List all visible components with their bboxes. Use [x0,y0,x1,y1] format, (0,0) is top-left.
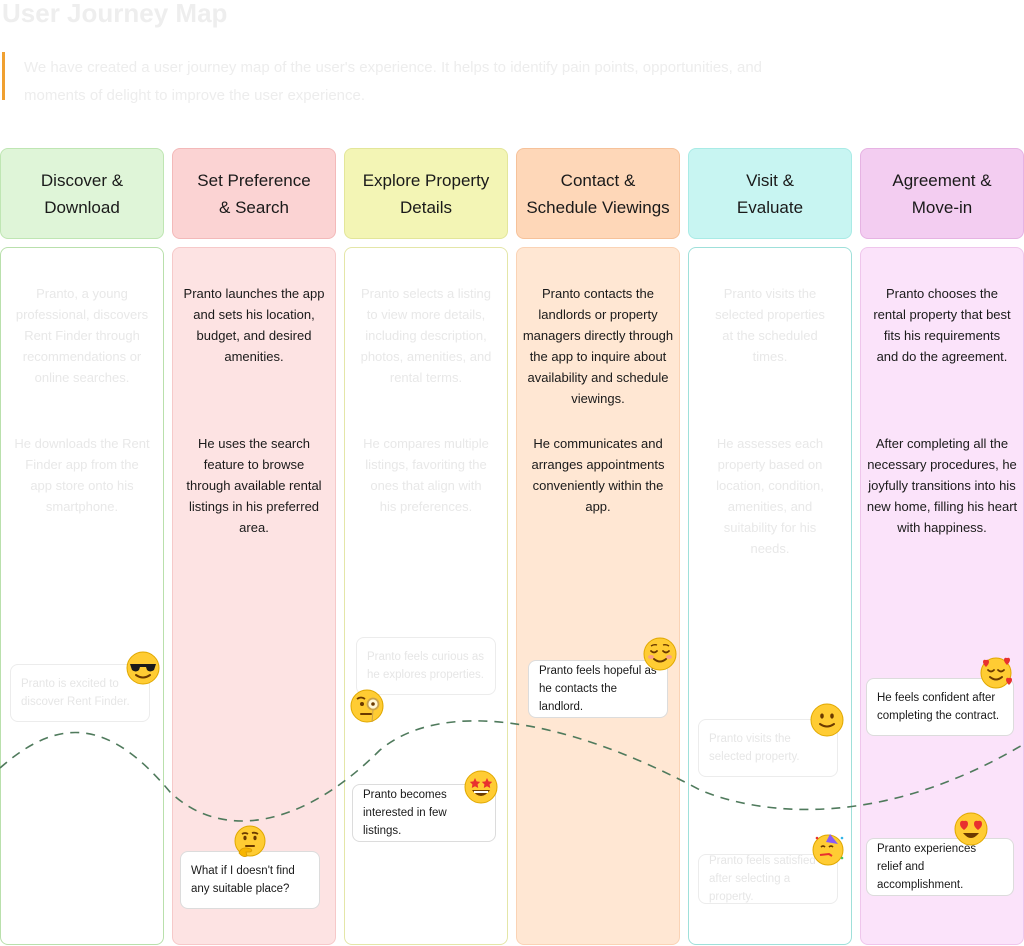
page-subtitle: We have created a user journey map of th… [24,59,763,104]
stage-text-1: Pranto selects a listing to view more de… [360,286,492,385]
stage-text-2: He assesses each property based on locat… [716,436,824,556]
stage-body-contact [516,247,680,945]
stage-text-2: He compares multiple listings, favoritin… [363,436,489,514]
stage-header-agreement: Agreement & Move-in [860,148,1024,239]
emotion-card: Pranto feels satisfied after selecting a… [698,854,838,904]
stage-text-1: Pranto contacts the landlords or propert… [522,286,674,406]
smiling-face-icon [643,637,677,671]
stage-header-visit: Visit & Evaluate [688,148,852,239]
emotion-card: Pranto experiences relief and accomplish… [866,838,1014,896]
emotion-card: He feels confident after completing the … [866,678,1014,736]
smiling-face-with-hearts-icon [980,657,1012,689]
emotion-card: Pranto feels curious as he explores prop… [356,637,496,695]
stage-body-visit [688,247,852,945]
stage-text-1: Pranto chooses the rental property that … [873,286,1011,364]
stage-text-1: Pranto launches the app and sets his loc… [183,286,325,364]
stage-header-discover: Discover & Download [0,148,164,239]
stage-text-2: He downloads the Rent Finder app from th… [14,436,150,514]
stage-text-1: Pranto visits the selected properties at… [715,286,825,364]
thinking-face-icon [234,825,266,857]
stage-header-set-preference: Set Preference & Search [172,148,336,239]
emotion-card: What if I doesn't find any suitable plac… [180,851,320,909]
star-struck-face-icon [464,770,498,804]
partying-face-icon [812,834,844,866]
stage-text-2: He communicates and arranges appointment… [531,436,665,514]
emotion-card: Pranto feels hopeful as he contacts the … [528,660,668,718]
stage-text-2: He uses the search feature to browse thr… [186,436,322,535]
heart-eyes-face-icon [954,812,988,846]
emotion-card: Pranto is excited to discover Rent Finde… [10,664,150,722]
page-title: User Journey Map [2,0,228,28]
monocle-face-icon [350,689,384,723]
stage-body-agreement [860,247,1024,945]
stage-text-1: Pranto, a young professional, discovers … [15,286,149,385]
stage-body-discover [0,247,164,945]
stage-header-contact: Contact & Schedule Viewings [516,148,680,239]
sunglasses-face-icon [126,651,160,685]
emotion-card: Pranto visits the selected property. [698,719,838,777]
slightly-smiling-face-icon [810,703,844,737]
stage-text-2: After completing all the necessary proce… [866,436,1018,535]
stage-header-explore: Explore Property Details [344,148,508,239]
subtitle-accent-bar [2,52,5,100]
